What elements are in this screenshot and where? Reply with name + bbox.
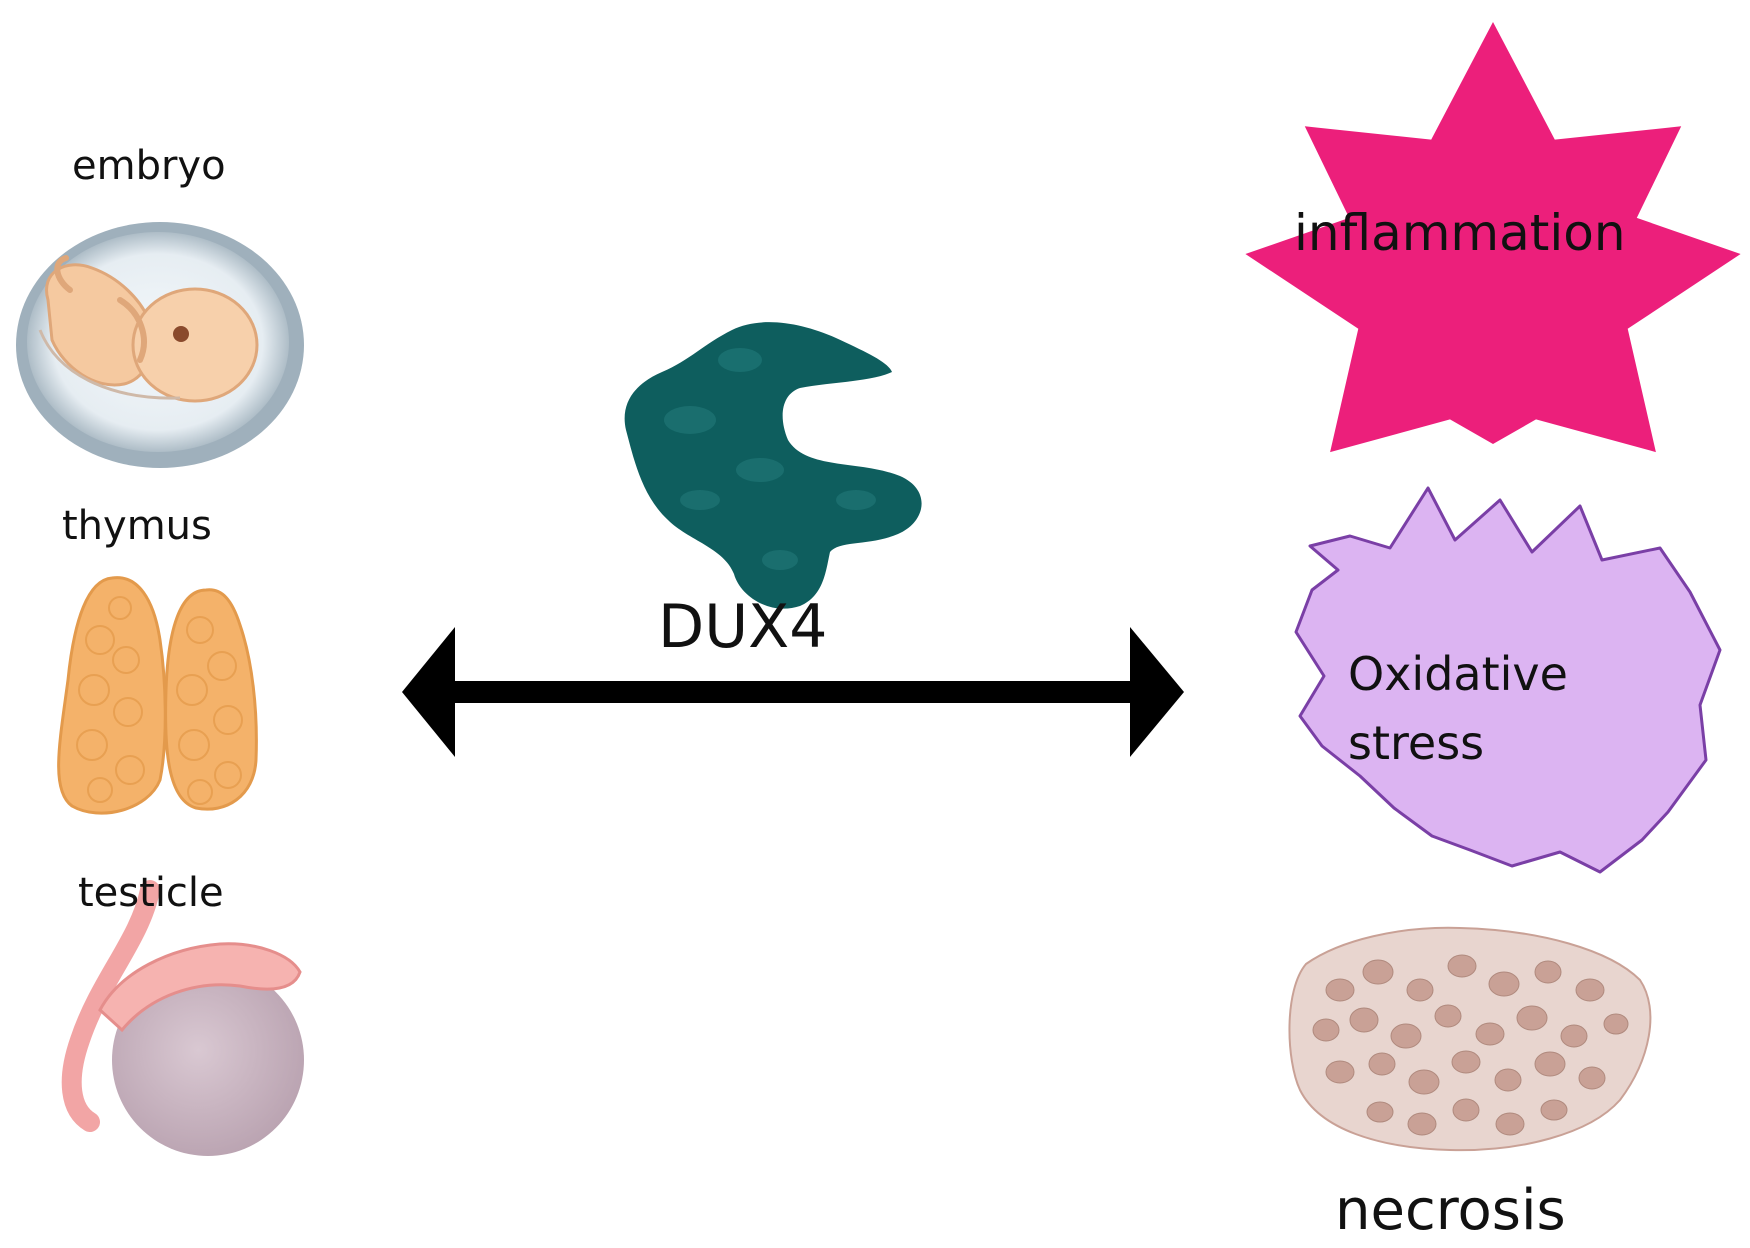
label-stress: stress <box>1348 716 1485 770</box>
necrosis-tissue-icon <box>1288 926 1652 1152</box>
label-necrosis: necrosis <box>1335 1178 1566 1243</box>
dux4-protein-icon <box>624 322 922 609</box>
double-arrow <box>402 627 1184 757</box>
oxidative-stress-blob <box>1294 486 1722 874</box>
label-inflammation: inflammation <box>1294 204 1626 262</box>
label-testicle: testicle <box>78 870 224 916</box>
testicle-icon <box>61 880 304 1156</box>
inflammation-star <box>1245 22 1741 453</box>
thymus-icon <box>57 576 258 815</box>
label-dux4: DUX4 <box>658 592 828 662</box>
label-embryo: embryo <box>72 143 226 189</box>
label-thymus: thymus <box>62 503 212 549</box>
embryo-icon <box>16 222 304 468</box>
label-oxidative: Oxidative <box>1348 647 1568 701</box>
